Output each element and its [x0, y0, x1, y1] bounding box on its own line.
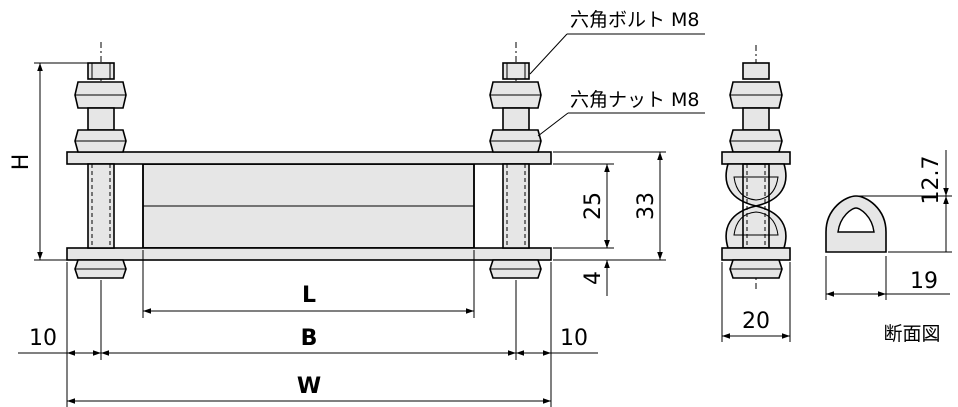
dim-33-label: 33 — [634, 192, 659, 220]
dim-L-label: L — [302, 283, 316, 308]
hex-nut-callout: 六角ナット M8 — [570, 89, 700, 111]
dim-12-7-label: 12.7 — [919, 156, 944, 205]
dim-B-label: B — [301, 326, 318, 351]
dim-W-label: W — [297, 374, 321, 399]
dim-4-label: 4 — [581, 271, 606, 285]
right-bolt — [489, 62, 542, 279]
dim-left-10-label: 10 — [29, 326, 57, 351]
dim-25-label: 25 — [581, 192, 606, 220]
hex-bolt-callout: 六角ボルト M8 — [570, 9, 700, 31]
dim-19-label: 19 — [910, 269, 938, 294]
bottom-plate — [66, 247, 552, 261]
section-view-title: 断面図 — [883, 323, 940, 345]
side-view: 20 — [721, 45, 791, 342]
dim-20-label: 20 — [742, 309, 770, 334]
dim-right-10-label: 10 — [560, 326, 588, 351]
left-bolt — [74, 62, 127, 279]
section-view: 12.7 19 断面図 — [825, 150, 952, 345]
dim-H-label: H — [9, 154, 34, 171]
top-plate — [66, 151, 552, 165]
front-view: H 六角ボルト M8 六角ナット M8 L B 10 10 W — [9, 9, 705, 407]
